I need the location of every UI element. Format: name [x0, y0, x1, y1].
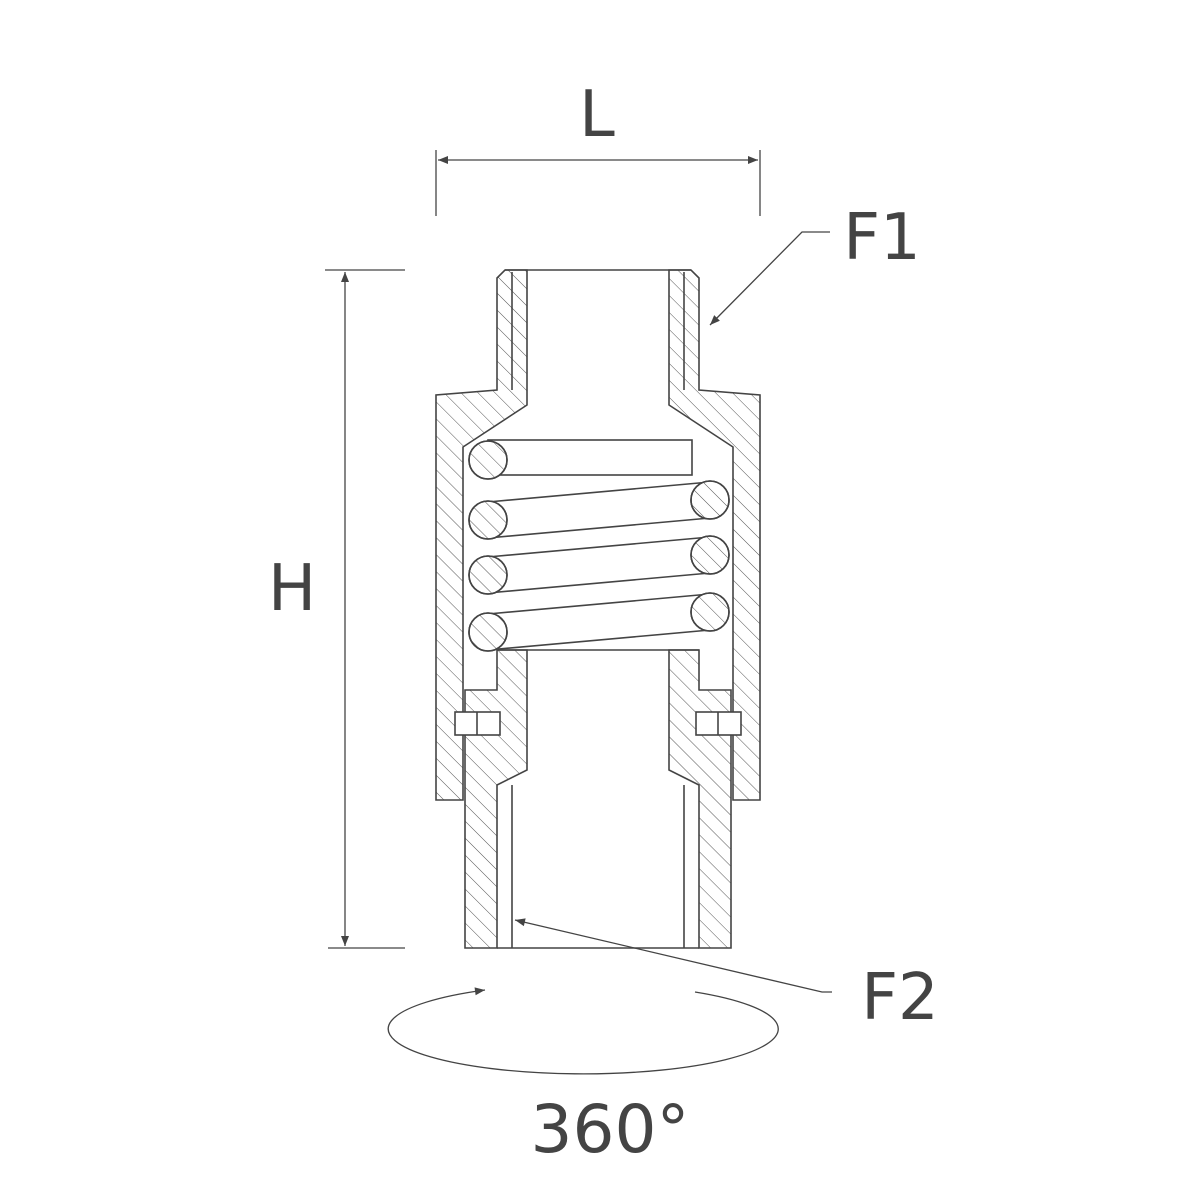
height-label: H	[268, 552, 316, 626]
f2-leader	[514, 918, 832, 993]
f1-label: F1	[843, 201, 921, 275]
height-dimension	[325, 269, 405, 949]
rotation-label: 360°	[531, 1091, 690, 1168]
length-dimension	[435, 150, 761, 216]
spring	[468, 439, 730, 652]
seal-rings	[454, 711, 742, 736]
f1-leader	[709, 231, 830, 326]
length-label: L	[579, 78, 615, 152]
fitting-section	[435, 269, 761, 949]
inner-stem	[464, 649, 732, 949]
f2-label: F2	[861, 961, 939, 1035]
outer-body	[435, 269, 761, 801]
rotation-arrow	[387, 987, 779, 1075]
